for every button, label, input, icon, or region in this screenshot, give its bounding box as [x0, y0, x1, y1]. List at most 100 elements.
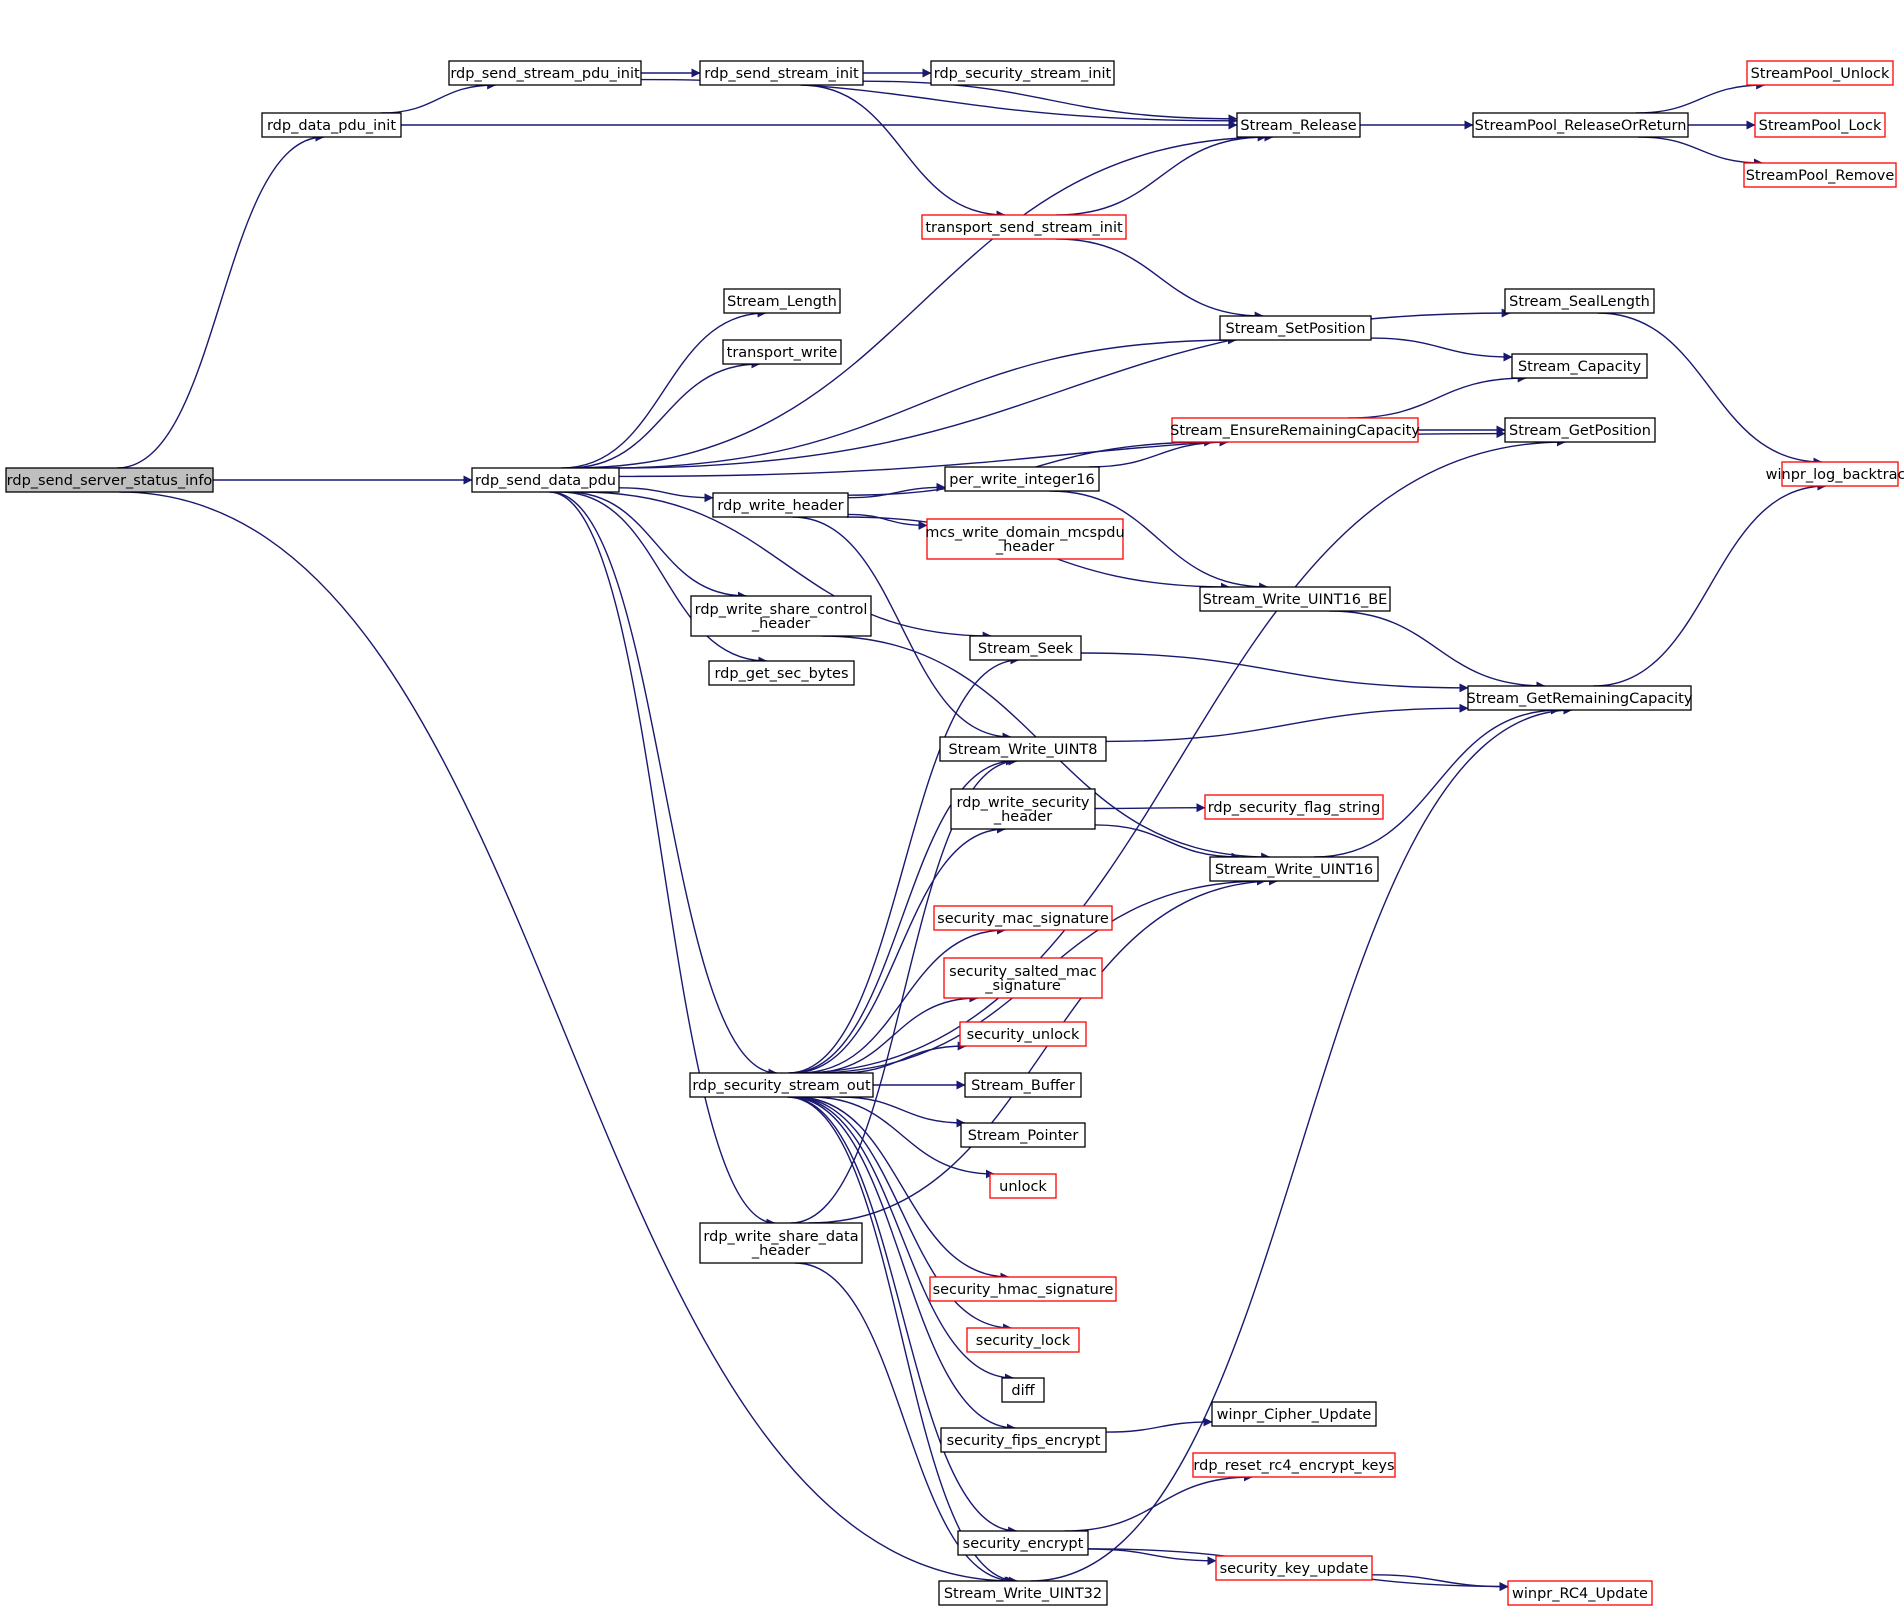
node-set-position[interactable]: Stream_SetPosition	[1219, 315, 1372, 341]
node-stream-seek[interactable]: Stream_Seek	[969, 635, 1082, 661]
edge-write_u32-to-remaining_cap	[1030, 705, 1573, 1582]
node-label: Stream_Release	[1240, 118, 1356, 134]
node-write-u16[interactable]: Stream_Write_UINT16	[1209, 856, 1379, 882]
node-stream-length[interactable]: Stream_Length	[723, 288, 841, 314]
node-write-header[interactable]: rdp_write_header	[712, 492, 849, 518]
node-seal-length[interactable]: Stream_SealLength	[1504, 288, 1655, 314]
node-box	[712, 492, 849, 518]
node-label: security_unlock	[967, 1027, 1080, 1043]
node-stream-pointer[interactable]: Stream_Pointer	[960, 1122, 1086, 1148]
node-remaining-cap[interactable]: Stream_GetRemainingCapacity	[1467, 685, 1693, 711]
node-sec-unlock[interactable]: security_unlock	[959, 1021, 1087, 1047]
node-box	[1504, 417, 1656, 443]
edge-sec_stream_out-to-sec_header	[791, 824, 1006, 1074]
node-log-backtrace[interactable]: winpr_log_backtrace	[1766, 461, 1904, 487]
node-transport-init[interactable]: transport_send_stream_init	[921, 214, 1127, 240]
edge-send_data_pdu-to-seal_length	[614, 308, 1511, 469]
node-pool-remove[interactable]: StreamPool_Remove	[1743, 162, 1897, 188]
node-sec-lock[interactable]: security_lock	[966, 1327, 1080, 1353]
node-label: Stream_Buffer	[971, 1078, 1075, 1094]
node-box	[699, 60, 864, 86]
node-label: transport_send_stream_init	[925, 220, 1123, 236]
node-send-data-pdu[interactable]: rdp_send_data_pdu	[471, 467, 620, 493]
node-label: Stream_Write_UINT32	[944, 1586, 1102, 1602]
edge-write_header-to-mcs_header	[847, 513, 928, 530]
node-salted-mac[interactable]: security_salted_mac_signature	[943, 957, 1103, 999]
edge-sec_stream_out-to-get_position	[796, 437, 1566, 1074]
node-sec-header[interactable]: rdp_write_security_header	[950, 788, 1096, 830]
node-box	[921, 214, 1127, 240]
node-ensure-capacity[interactable]: Stream_EnsureRemainingCapacity	[1170, 417, 1420, 443]
node-box	[1199, 586, 1391, 612]
node-write-u32[interactable]: Stream_Write_UINT32	[938, 1580, 1108, 1606]
node-sec-flag[interactable]: rdp_security_flag_string	[1204, 794, 1384, 820]
node-box	[723, 288, 841, 314]
edge-data_pdu_init-to-send_stream_pdu_init	[380, 80, 497, 114]
node-hmac-sig[interactable]: security_hmac_signature	[929, 1276, 1117, 1302]
node-pool-unlock[interactable]: StreamPool_Unlock	[1746, 60, 1894, 86]
edge-transport_init-to-stream_release	[1056, 132, 1267, 216]
edge-sec_stream_out-to-sec_lock	[792, 1096, 1013, 1333]
node-box	[708, 660, 855, 686]
node-rc4-update[interactable]: winpr_RC4_Update	[1507, 1580, 1653, 1606]
edge-per_write-to-ensure_capacity	[1088, 437, 1229, 468]
edge-send_data_pdu-to-transport_write	[567, 359, 761, 469]
node-pool-lock[interactable]: StreamPool_Lock	[1754, 112, 1886, 138]
node-send-stream-pdu-init[interactable]: rdp_send_stream_pdu_init	[448, 60, 642, 86]
node-box	[966, 1327, 1080, 1353]
node-label: Stream_Write_UINT8	[948, 742, 1097, 758]
node-rc4-reset[interactable]: rdp_reset_rc4_encrypt_keys	[1192, 1452, 1396, 1478]
node-box	[929, 1276, 1117, 1302]
node-box	[1743, 162, 1897, 188]
node-per-write[interactable]: per_write_integer16	[944, 466, 1100, 492]
node-box	[1781, 461, 1899, 487]
node-send-stream-init[interactable]: rdp_send_stream_init	[699, 60, 864, 86]
node-capacity[interactable]: Stream_Capacity	[1511, 353, 1648, 379]
node-sec-stream-out[interactable]: rdp_security_stream_out	[689, 1072, 874, 1098]
node-label: Stream_Write_UINT16	[1215, 862, 1373, 878]
edge-root-to-data_pdu_init	[116, 132, 325, 469]
node-fips-encrypt[interactable]: security_fips_encrypt	[940, 1427, 1107, 1453]
node-stream-release[interactable]: Stream_Release	[1236, 112, 1361, 138]
edge-write_u8-to-remaining_cap	[1105, 703, 1469, 743]
node-write-u16be[interactable]: Stream_Write_UINT16_BE	[1199, 586, 1391, 612]
node-label: rdp_security_flag_string	[1208, 800, 1381, 816]
edge-ensure_capacity-to-capacity	[1348, 373, 1527, 419]
node-mcs-header[interactable]: mcs_write_domain_mcspdu_header	[925, 518, 1125, 560]
node-security-stream-init[interactable]: rdp_security_stream_init	[930, 60, 1115, 86]
node-unlock[interactable]: unlock	[989, 1173, 1057, 1199]
node-pool-release[interactable]: StreamPool_ReleaseOrReturn	[1472, 112, 1689, 138]
node-data-pdu-init[interactable]: rdp_data_pdu_init	[261, 112, 402, 138]
node-box	[5, 467, 214, 493]
node-box	[471, 467, 620, 493]
node-box	[448, 60, 642, 86]
node-stream-buffer[interactable]: Stream_Buffer	[964, 1072, 1082, 1098]
node-share-data[interactable]: rdp_write_share_data_header	[699, 1222, 863, 1264]
node-box	[1472, 112, 1689, 138]
node-transport-write[interactable]: transport_write	[722, 339, 842, 365]
node-write-u8[interactable]: Stream_Write_UINT8	[939, 736, 1107, 762]
node-label: rdp_send_stream_init	[704, 66, 859, 82]
edge-sec_stream_out-to-fips_encrypt	[789, 1096, 1016, 1433]
node-box	[989, 1173, 1057, 1199]
node-get-position[interactable]: Stream_GetPosition	[1504, 417, 1656, 443]
edge-write_header-to-per_write	[847, 482, 946, 499]
node-share-control[interactable]: rdp_write_share_control_header	[690, 595, 872, 637]
node-sec-encrypt[interactable]: security_encrypt	[957, 1530, 1089, 1556]
node-key-update[interactable]: security_key_update	[1215, 1555, 1373, 1581]
node-root[interactable]: rdp_send_server_status_info	[5, 467, 214, 493]
node-box	[1171, 417, 1419, 443]
node-box	[1209, 856, 1379, 882]
edge-key_update-to-rc4_update	[1371, 1574, 1509, 1592]
node-diff[interactable]: diff	[1001, 1377, 1045, 1403]
edge-send_data_pdu-to-share_data	[549, 491, 776, 1228]
node-box	[943, 957, 1103, 999]
node-box	[939, 736, 1107, 762]
node-cipher-update[interactable]: winpr_Cipher_Update	[1211, 1401, 1377, 1427]
edge-share_data-to-write_u16	[808, 876, 1278, 1224]
node-box	[969, 635, 1082, 661]
node-mac-sig[interactable]: security_mac_signature	[933, 905, 1113, 931]
node-box	[1504, 288, 1655, 314]
edge-set_position-to-capacity	[1370, 337, 1513, 362]
node-sec-bytes[interactable]: rdp_get_sec_bytes	[708, 660, 855, 686]
